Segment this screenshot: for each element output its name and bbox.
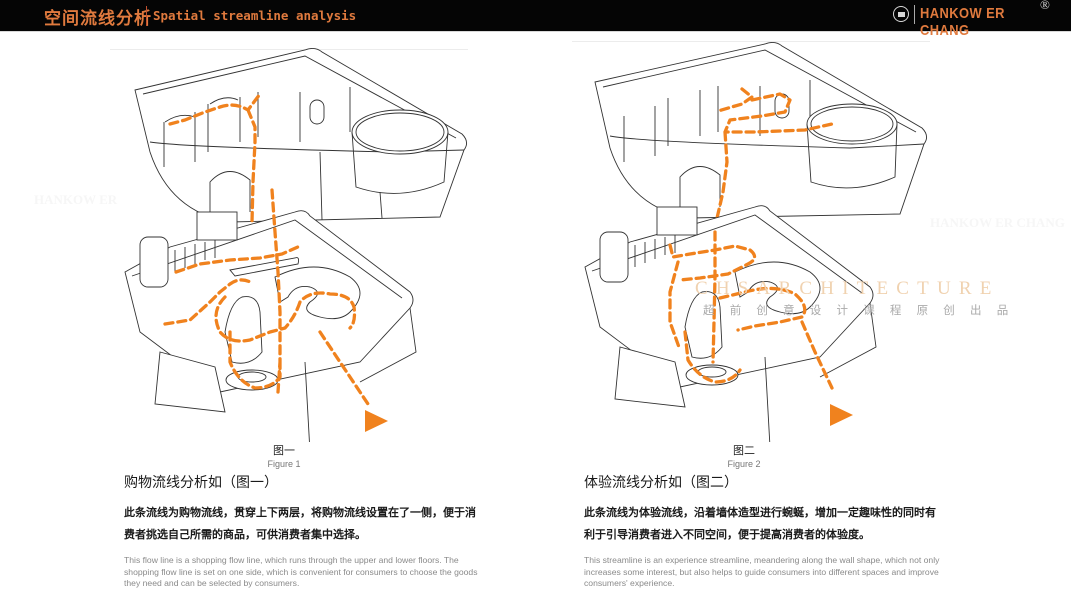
registered-mark: ®: [1040, 0, 1050, 12]
figure-caption-cn: 图一: [273, 444, 295, 457]
figure-panel-1: 图一 Figure 1 购物流线分析如（图一） 此条流线为购物流线，贯穿上下两层…: [110, 32, 490, 600]
upper-floor-model: [134, 47, 467, 224]
flow-arrow-icon: [830, 404, 853, 426]
section-title: 购物流线分析如（图一）: [124, 475, 278, 491]
experience-flow-illustration: [584, 41, 927, 442]
page-title-en: Spatial streamline analysis: [153, 8, 357, 23]
section-title: 体验流线分析如（图二）: [584, 475, 738, 491]
title-divider: [146, 6, 147, 26]
ghost-watermark-right: HANKOW ER CHANG: [930, 215, 1065, 230]
flow-arrow-icon: [365, 410, 388, 432]
header-bar: 空间流线分析 Spatial streamline analysis HANKO…: [0, 0, 1071, 39]
upper-floor-model: [594, 41, 927, 229]
divider-line: [110, 49, 468, 50]
lower-floor-model: [584, 205, 877, 442]
ghost-watermark-left: HANKOW ER: [34, 192, 118, 207]
description-cn: 此条流线为体验流线，沿着墙体造型进行蜿蜒，增加一定趣味性的同时有利于引导消费者进…: [584, 506, 936, 541]
figure-caption-cn: 图二: [733, 444, 755, 457]
figure-caption-en: Figure 1: [267, 459, 301, 469]
figure-panel-2: 图二 Figure 2 体验流线分析如（图二） 此条流线为体验流线，沿着墙体造型…: [570, 32, 950, 600]
shopping-flow-illustration: [124, 47, 467, 442]
lower-floor-model: [124, 188, 417, 442]
hankow-logo-icon: [893, 6, 909, 22]
brand-divider: [914, 5, 915, 24]
description-en: This streamline is an experience streaml…: [584, 555, 940, 588]
description-cn: 此条流线为购物流线，贯穿上下两层，将购物流线设置在了一侧，便于消费者挑选自己所需…: [124, 506, 476, 541]
divider-line: [572, 41, 930, 42]
description-en: This flow line is a shopping flow line, …: [124, 555, 478, 588]
page-title-cn: 空间流线分析: [44, 9, 152, 29]
figure-caption-en: Figure 2: [727, 459, 761, 469]
brand-name: HANKOW ER CHANG: [920, 5, 1005, 39]
